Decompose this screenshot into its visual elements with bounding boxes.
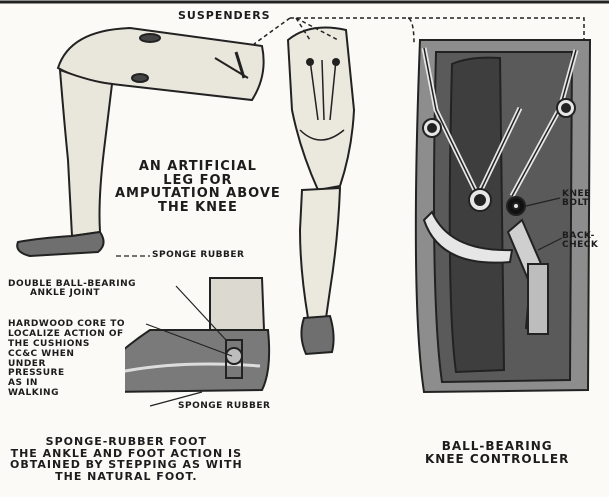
suspenders-label: SUSPENDERS <box>178 10 271 22</box>
knee-bolt-label: KNEE BOLT <box>562 190 591 209</box>
hardwood-core-line-8: WALKING <box>8 389 125 399</box>
back-check-line-2: CHECK <box>562 241 598 250</box>
foot-caption-line-4: THE NATURAL FOOT. <box>10 471 243 483</box>
ball-bearing-caption-line-2: KNEE CONTROLLER <box>425 453 569 466</box>
artificial-leg-line-1: AN ARTIFICIAL <box>115 160 281 174</box>
bent-leg <box>17 28 263 256</box>
sponge-rubber-bottom-label: SPONGE RUBBER <box>178 402 270 411</box>
foot-caption-line-1: SPONGE-RUBBER FOOT <box>10 436 243 448</box>
ball-bearing-caption: BALL-BEARING KNEE CONTROLLER <box>425 440 569 465</box>
ball-bearing-caption-line-1: BALL-BEARING <box>425 440 569 453</box>
hardwood-core-label: HARDWOOD CORE TO LOCALIZE ACTION OF THE … <box>8 320 125 399</box>
knee-bolt-line-2: BOLT <box>562 199 591 208</box>
foot-caption-line-3: OBTAINED BY STEPPING AS WITH <box>10 459 243 471</box>
sponge-rubber-foot-caption: SPONGE-RUBBER FOOT THE ANKLE AND FOOT AC… <box>10 436 243 482</box>
artificial-leg-line-2: LEG FOR <box>115 174 281 188</box>
artificial-leg-label: AN ARTIFICIAL LEG FOR AMPUTATION ABOVE T… <box>115 160 281 215</box>
back-check-label: BACK- CHECK <box>562 232 598 251</box>
sponge-rubber-top-label: SPONGE RUBBER <box>152 251 244 260</box>
artificial-leg-line-3: AMPUTATION ABOVE <box>115 187 281 201</box>
double-ball-bearing-line-2: ANKLE JOINT <box>8 289 136 298</box>
straight-leg <box>288 28 354 354</box>
artificial-leg-line-4: THE KNEE <box>115 201 281 215</box>
double-ball-bearing-label: DOUBLE BALL-BEARING ANKLE JOINT <box>8 280 136 299</box>
knee-controller <box>416 40 590 392</box>
